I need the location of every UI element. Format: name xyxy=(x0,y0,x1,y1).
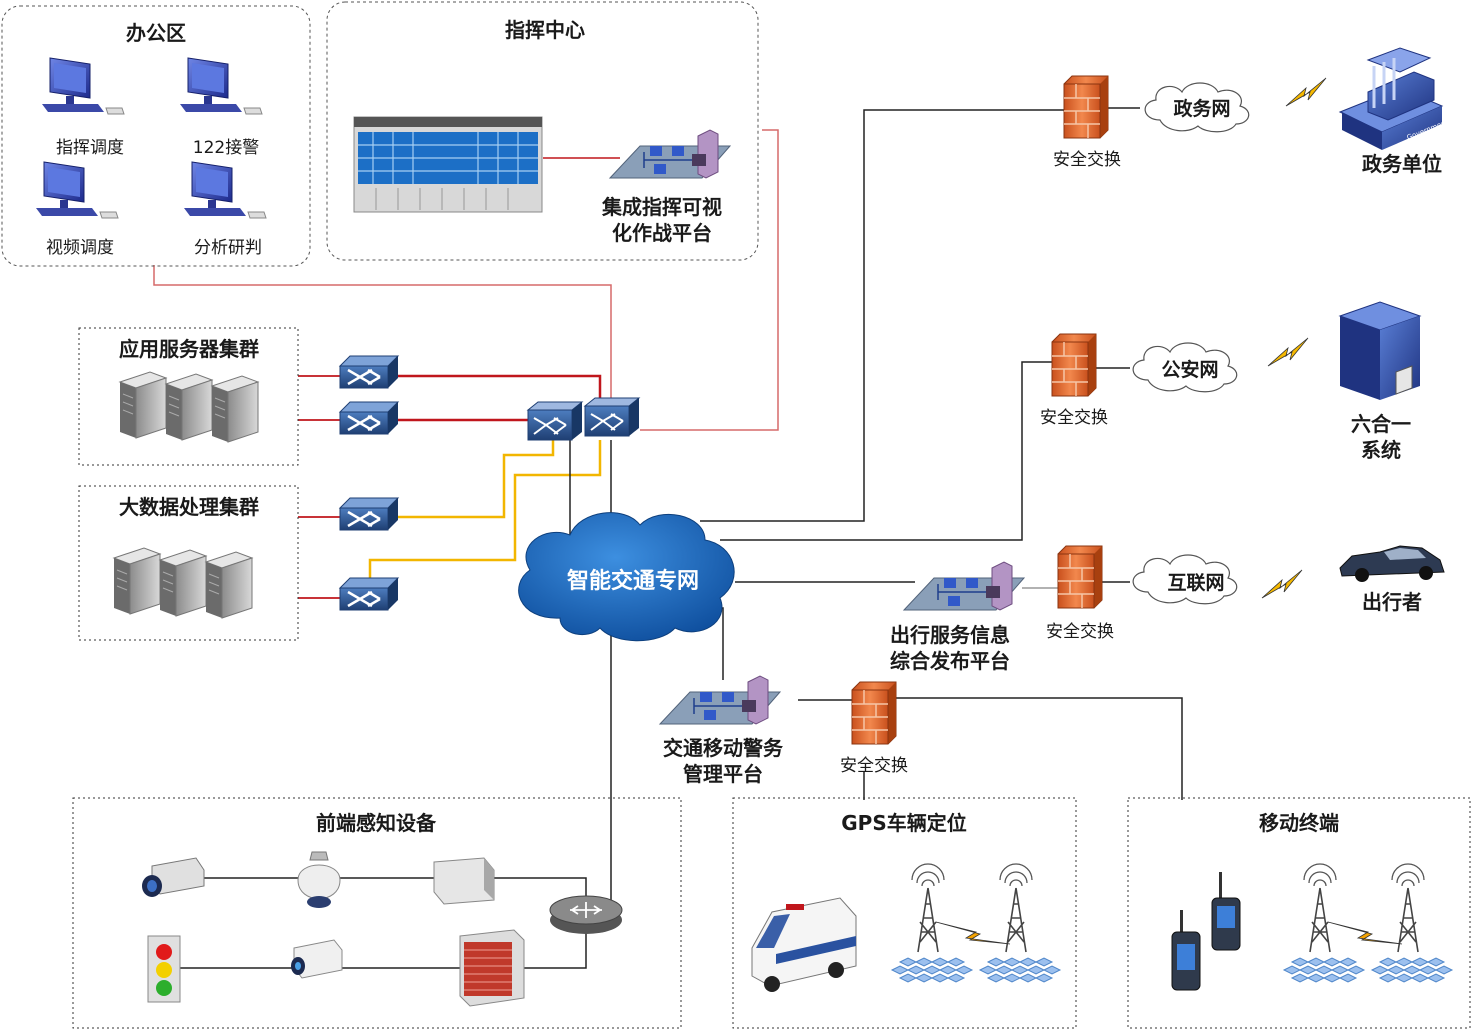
handheld-phone-icon xyxy=(1211,872,1241,951)
workstation-icon xyxy=(35,161,119,219)
server-icon xyxy=(205,551,253,619)
video-wall-icon xyxy=(353,116,543,213)
switch-icon xyxy=(338,576,400,612)
office-item-analysis: 分析研判 xyxy=(194,238,262,258)
link-fe-row1 xyxy=(200,877,587,903)
mobile-police-label-1: 交通移动警务 xyxy=(663,736,784,760)
workstation-icon xyxy=(183,161,267,219)
handheld-radio-icon xyxy=(1171,910,1201,991)
travel-platform-icon xyxy=(903,561,1025,611)
link-bd-sw1-core xyxy=(398,440,555,519)
office-item-dispatch: 指挥调度 xyxy=(56,138,124,158)
link-fw-mobile xyxy=(896,697,1183,800)
app-cluster-title: 应用服务器集群 xyxy=(119,337,259,361)
security-exchange-label-police: 安全交换 xyxy=(1040,408,1108,428)
core-network-cloud: 智能交通专网 xyxy=(518,512,735,642)
security-exchange-label-gov: 安全交换 xyxy=(1053,150,1121,170)
command-platform-label-2: 化作战平台 xyxy=(612,221,712,245)
wireless-bolt-icon xyxy=(1285,77,1327,107)
office-zone xyxy=(1,5,311,267)
command-platform-label-1: 集成指挥可视 xyxy=(601,195,722,219)
gps-title: GPS车辆定位 xyxy=(841,811,966,835)
switch-icon xyxy=(338,354,400,390)
workstation-icon xyxy=(179,57,263,115)
wireless-link-bolt xyxy=(935,921,1011,945)
core-network-label: 智能交通专网 xyxy=(567,568,699,594)
mobile-police-label-2: 管理平台 xyxy=(683,762,763,786)
link-app-sw1-core xyxy=(398,374,602,408)
mobile-zone xyxy=(1127,797,1471,1029)
led-sign-icon xyxy=(459,929,525,1007)
bigdata-cluster-zone xyxy=(78,485,299,641)
government-building-icon: Government xyxy=(1338,47,1449,150)
cell-tower-icon xyxy=(891,863,973,983)
frontend-zone xyxy=(72,797,682,1029)
radar-detector-icon xyxy=(433,857,495,905)
core-switch-icon xyxy=(527,401,583,441)
command-title: 指挥中心 xyxy=(505,18,585,42)
link-office-core xyxy=(153,265,612,408)
car-icon xyxy=(1339,545,1445,582)
cell-tower-icon xyxy=(979,863,1061,983)
command-platform-icon xyxy=(609,129,731,179)
traveler-label: 出行者 xyxy=(1362,590,1422,614)
wireless-bolt-icon xyxy=(1261,569,1303,599)
security-exchange-label-mobile: 安全交换 xyxy=(840,756,908,776)
core-switch-icon xyxy=(584,397,640,437)
workstation-icon xyxy=(41,57,125,115)
gps-zone xyxy=(732,797,1077,1029)
link-cloud-police xyxy=(720,361,1052,541)
six-in-one-label-2: 系统 xyxy=(1361,438,1401,462)
internet-label: 互联网 xyxy=(1167,572,1224,594)
office-title: 办公区 xyxy=(126,21,186,45)
police-network-label: 公安网 xyxy=(1161,358,1218,381)
firewall-icon xyxy=(851,681,897,745)
police-van-icon xyxy=(751,897,857,992)
bigdata-cluster-title: 大数据处理集群 xyxy=(119,495,259,519)
six-in-one-server-icon xyxy=(1338,301,1422,400)
frontend-title: 前端感知设备 xyxy=(316,811,437,835)
wireless-bolt-icon xyxy=(1267,337,1309,367)
firewall-icon xyxy=(1063,75,1109,139)
server-icon xyxy=(159,549,207,617)
traffic-light-icon xyxy=(147,935,181,1003)
bullet-camera-icon xyxy=(291,939,343,979)
link-command-core xyxy=(640,129,779,431)
firewall-icon xyxy=(1051,333,1097,397)
office-item-122: 122接警 xyxy=(193,138,259,158)
gov-network-label: 政务网 xyxy=(1173,97,1230,120)
command-zone xyxy=(326,1,759,261)
cell-tower-icon xyxy=(1283,863,1365,983)
server-icon xyxy=(113,547,161,615)
office-item-video: 视频调度 xyxy=(46,238,114,258)
link-fe-row2 xyxy=(180,930,587,969)
switch-icon xyxy=(338,496,400,532)
travel-platform-label-2: 综合发布平台 xyxy=(890,649,1010,673)
travel-platform-label-1: 出行服务信息 xyxy=(890,623,1010,647)
wireless-link-bolt xyxy=(1327,921,1403,945)
switch-icon xyxy=(338,400,400,436)
server-icon xyxy=(211,375,259,443)
gov-unit-label: 政务单位 xyxy=(1362,152,1442,176)
dome-camera-icon xyxy=(297,851,341,908)
server-icon xyxy=(165,373,213,441)
mobile-police-platform-icon xyxy=(659,675,781,725)
app-cluster-zone xyxy=(78,327,299,466)
six-in-one-label-1: 六合一 xyxy=(1351,412,1411,436)
link-cloud-gov xyxy=(700,109,1064,522)
server-icon xyxy=(119,371,167,439)
router-icon xyxy=(549,895,623,934)
firewall-icon xyxy=(1057,545,1103,609)
mobile-title: 移动终端 xyxy=(1259,811,1339,835)
security-exchange-label-internet: 安全交换 xyxy=(1046,622,1114,642)
camera-icon xyxy=(142,857,205,897)
cell-tower-icon xyxy=(1371,863,1453,983)
